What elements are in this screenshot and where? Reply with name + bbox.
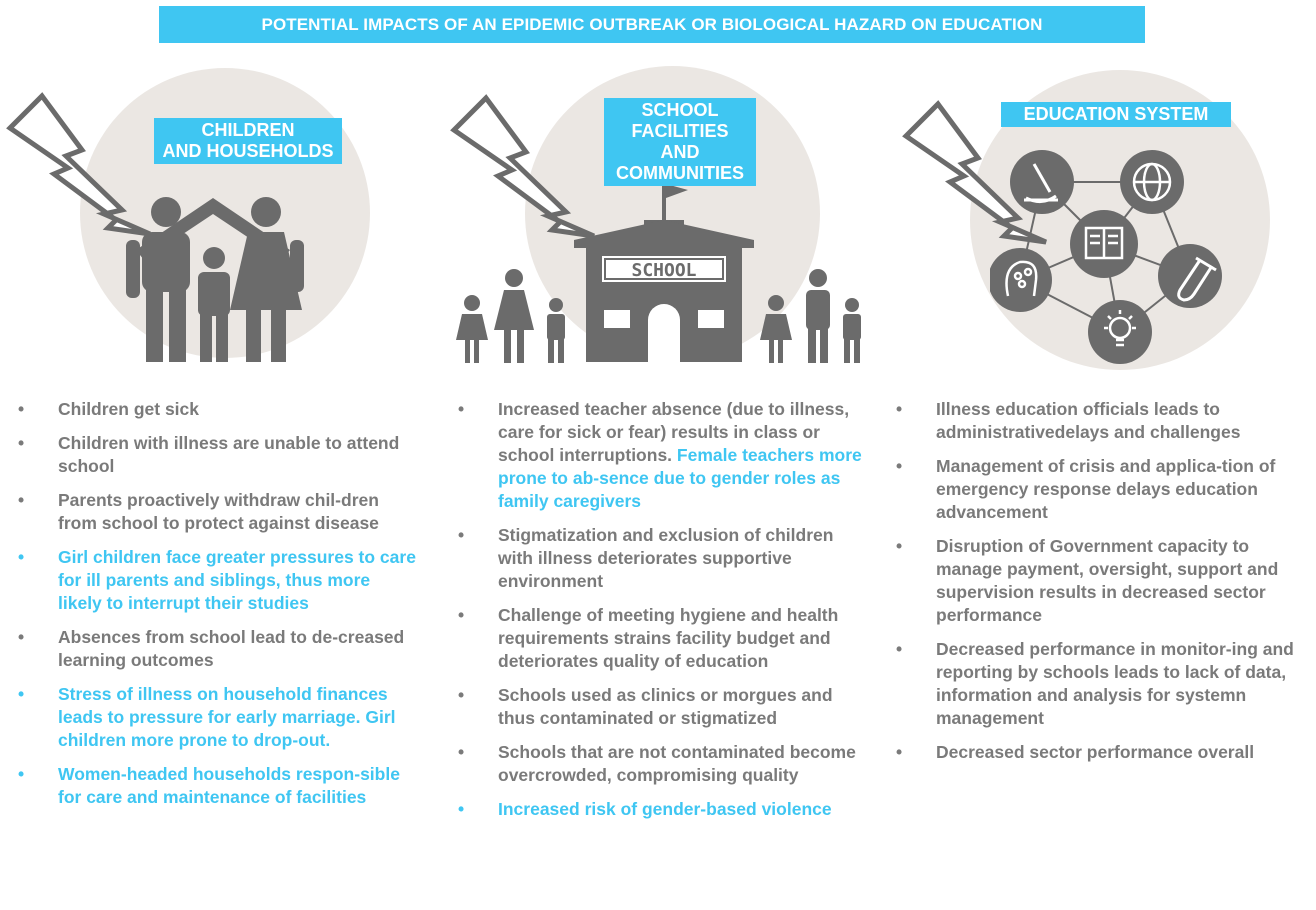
school-building-icon: SCHOOL: [574, 182, 754, 362]
section-label: EDUCATION SYSTEM: [1001, 102, 1231, 127]
school-sign-text: SCHOOL: [631, 260, 696, 281]
impact-item: Challenge of meeting hygiene and health …: [458, 604, 864, 673]
impact-item: Increased teacher absence (due to illnes…: [458, 398, 864, 513]
impact-list: Illness education officials leads to adm…: [896, 398, 1308, 775]
impact-item: Schools used as clinics or morgues and t…: [458, 684, 864, 730]
impact-item-text: Increased risk of gender-based violence: [498, 799, 832, 819]
impact-item: Children get sick: [18, 398, 418, 421]
family-icon: [126, 197, 304, 362]
impact-item-text: Children get sick: [58, 399, 200, 419]
impact-item: Increased risk of gender-based violence: [458, 798, 864, 821]
section-label: CHILDREN AND HOUSEHOLDS: [154, 118, 342, 164]
lightning-bolt-icon: [450, 94, 595, 239]
impact-item-text: Challenge of meeting hygiene and health …: [498, 605, 839, 671]
impact-item-text: Management of crisis and applica-tion of…: [936, 456, 1276, 522]
impact-item-text: Stigmatization and exclusion of children…: [498, 525, 834, 591]
impact-item: Stigmatization and exclusion of children…: [458, 524, 864, 593]
impact-item: Management of crisis and applica-tion of…: [896, 455, 1308, 524]
impact-item-text: Absences from school lead to de-creased …: [58, 627, 405, 670]
impact-item: Stress of illness on household finances …: [18, 683, 418, 752]
impact-list: Children get sickChildren with illness a…: [18, 398, 418, 820]
impact-item: Disruption of Government capacity to man…: [896, 535, 1308, 627]
impact-list: Increased teacher absence (due to illnes…: [458, 398, 864, 832]
impact-item: Decreased sector performance overall: [896, 741, 1308, 764]
impact-item: Schools that are not contaminated become…: [458, 741, 864, 787]
impact-item: Girl children face greater pressures to …: [18, 546, 418, 615]
impact-item-text: Schools used as clinics or morgues and t…: [498, 685, 833, 728]
impact-item: Children with illness are unable to atte…: [18, 432, 418, 478]
impact-item-text: Illness education officials leads to adm…: [936, 399, 1241, 442]
impact-item-text: Schools that are not contaminated become…: [498, 742, 856, 785]
impact-item-text: Children with illness are unable to atte…: [58, 433, 400, 476]
impact-item: Women-headed households respon-sible for…: [18, 763, 418, 809]
page-title: POTENTIAL IMPACTS OF AN EPIDEMIC OUTBREA…: [159, 6, 1145, 43]
people-right-icon: [760, 269, 861, 363]
section-label: SCHOOL FACILITIES AND COMMUNITIES: [604, 98, 756, 186]
impact-item-text: Disruption of Government capacity to man…: [936, 536, 1279, 625]
education-network-icon: [990, 150, 1222, 364]
impact-item-highlight-text: Female teachers more prone to ab-sence d…: [498, 445, 862, 511]
people-left-icon: [456, 269, 565, 363]
impact-item-text: Increased teacher absence (due to illnes…: [498, 399, 850, 465]
impact-item-text: Women-headed households respon-sible for…: [58, 764, 400, 807]
lightning-bolt-icon: [6, 92, 151, 237]
impact-item-text: Decreased performance in monitor-ing and…: [936, 639, 1294, 728]
impact-item: Decreased performance in monitor-ing and…: [896, 638, 1308, 730]
impact-item-text: Girl children face greater pressures to …: [58, 547, 416, 613]
impact-item-text: Stress of illness on household finances …: [58, 684, 396, 750]
impact-item: Illness education officials leads to adm…: [896, 398, 1308, 444]
impact-item-text: Decreased sector performance overall: [936, 742, 1255, 762]
impact-item: Absences from school lead to de-creased …: [18, 626, 418, 672]
impact-item-text: Parents proactively withdraw chil-dren f…: [58, 490, 379, 533]
impact-item: Parents proactively withdraw chil-dren f…: [18, 489, 418, 535]
lightning-bolt-icon: [902, 100, 1047, 245]
